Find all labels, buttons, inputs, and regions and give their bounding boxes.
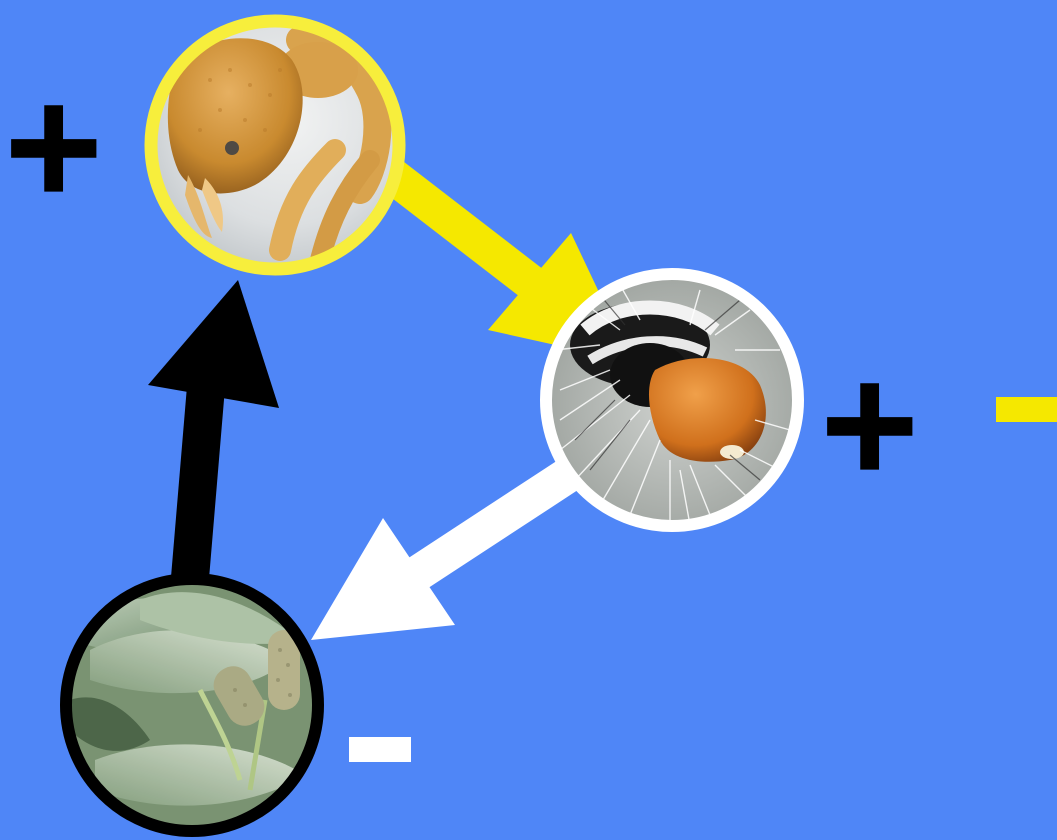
node-caterpillar: [545, 274, 805, 535]
plant-sign-minus: -: [349, 737, 411, 762]
caterpillar-sign-minus: -: [996, 397, 1057, 422]
node-ant: [150, 20, 400, 270]
edge-caterpillar-to-plant: [311, 475, 568, 640]
node-plant: [65, 579, 325, 840]
caterpillar-sign-plus: +: [820, 340, 919, 510]
ant-sign-plus: +: [4, 62, 103, 232]
edge-plant-to-ant: [148, 280, 279, 578]
